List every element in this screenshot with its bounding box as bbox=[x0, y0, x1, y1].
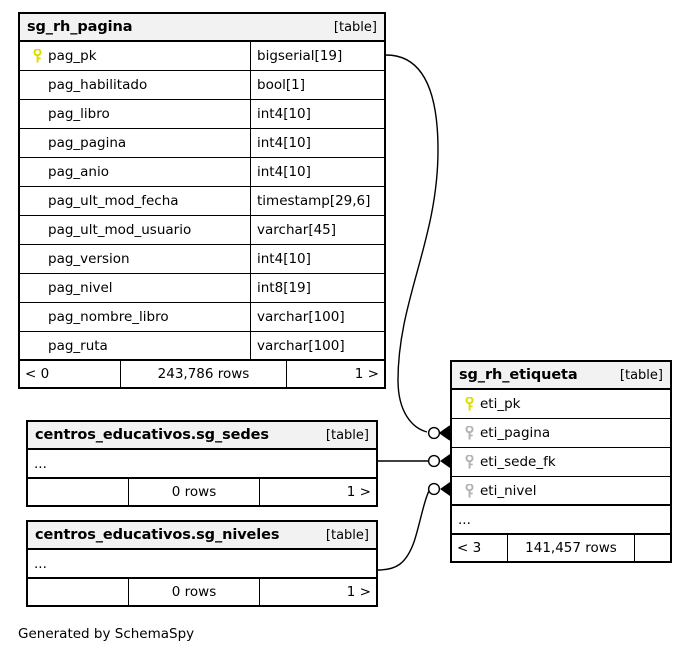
column-name: pag_pagina bbox=[48, 135, 127, 151]
table-row[interactable]: pag_pagina int4[10] bbox=[20, 129, 384, 158]
footer-row-count: 141,457 rows bbox=[507, 535, 635, 561]
table-footer: < 0 243,786 rows 1 > bbox=[20, 361, 384, 387]
column-type: int8[19] bbox=[250, 274, 384, 302]
column-type: int4[10] bbox=[250, 129, 384, 157]
column-name: pag_ult_mod_usuario bbox=[48, 222, 192, 238]
relationship-niveles-to-etiqueta bbox=[377, 482, 450, 571]
column-type: int4[10] bbox=[250, 245, 384, 273]
column-type: varchar[45] bbox=[250, 216, 384, 244]
table-header: centros_educativos.sg_niveles [table] bbox=[28, 522, 376, 550]
column-name: pag_pk bbox=[48, 48, 97, 64]
column-type: bool[1] bbox=[250, 71, 384, 99]
table-row[interactable]: eti_pagina bbox=[452, 419, 670, 448]
footer-parents-count[interactable]: < 0 bbox=[25, 366, 50, 382]
table-sg-sedes[interactable]: centros_educativos.sg_sedes [table] ... … bbox=[26, 420, 378, 507]
column-name: pag_version bbox=[48, 251, 130, 267]
column-type: int4[10] bbox=[250, 100, 384, 128]
table-row[interactable]: pag_ult_mod_fecha timestamp[29,6] bbox=[20, 187, 384, 216]
more-columns-indicator: ... bbox=[28, 450, 376, 479]
primary-key-icon bbox=[458, 397, 480, 411]
table-row[interactable]: eti_sede_fk bbox=[452, 448, 670, 477]
column-type: int4[10] bbox=[250, 158, 384, 186]
column-name: pag_anio bbox=[48, 164, 110, 180]
cardinality-circle bbox=[427, 454, 441, 468]
column-type: varchar[100] bbox=[250, 332, 384, 359]
foreign-key-icon bbox=[458, 483, 480, 498]
column-name: pag_ult_mod_fecha bbox=[48, 193, 179, 209]
footer-row-count: 0 rows bbox=[128, 479, 260, 505]
column-name: pag_habilitado bbox=[48, 77, 148, 93]
column-name: pag_nombre_libro bbox=[48, 309, 169, 325]
table-sg-rh-etiqueta[interactable]: sg_rh_etiqueta [table] eti_pk eti_pagina bbox=[450, 360, 672, 563]
table-title: centros_educativos.sg_sedes bbox=[35, 427, 269, 443]
table-sg-rh-pagina[interactable]: sg_rh_pagina [table] pag_pk bigserial[19… bbox=[18, 12, 386, 389]
table-header: centros_educativos.sg_sedes [table] bbox=[28, 422, 376, 450]
generator-credit: Generated by SchemaSpy bbox=[18, 626, 195, 642]
column-type: timestamp[29,6] bbox=[250, 187, 384, 215]
table-row[interactable]: pag_nivel int8[19] bbox=[20, 274, 384, 303]
table-row[interactable]: pag_nombre_libro varchar[100] bbox=[20, 303, 384, 332]
column-name: pag_nivel bbox=[48, 280, 113, 296]
table-type-tag: [table] bbox=[619, 367, 663, 383]
table-title: centros_educativos.sg_niveles bbox=[35, 527, 280, 543]
column-name: eti_nivel bbox=[480, 482, 537, 499]
footer-children-count[interactable] bbox=[635, 535, 670, 561]
column-type: bigserial[19] bbox=[250, 42, 384, 70]
footer-children-count[interactable]: 1 > bbox=[346, 484, 371, 500]
relationship-pagina-to-etiqueta bbox=[385, 54, 451, 441]
table-footer: 0 rows 1 > bbox=[28, 479, 376, 505]
more-columns-indicator: ... bbox=[28, 550, 376, 579]
column-name: eti_sede_fk bbox=[480, 454, 556, 470]
table-row[interactable]: eti_pk bbox=[452, 390, 670, 419]
table-header: sg_rh_etiqueta [table] bbox=[452, 362, 670, 390]
footer-row-count: 0 rows bbox=[128, 579, 260, 605]
footer-parents-count[interactable] bbox=[28, 579, 128, 605]
table-row[interactable]: pag_libro int4[10] bbox=[20, 100, 384, 129]
table-header: sg_rh_pagina [table] bbox=[20, 14, 384, 42]
foreign-key-icon bbox=[458, 455, 480, 469]
table-row[interactable]: pag_ruta varchar[100] bbox=[20, 332, 384, 361]
table-type-tag: [table] bbox=[325, 527, 369, 543]
footer-children-count[interactable]: 1 > bbox=[354, 366, 379, 382]
column-name: pag_libro bbox=[48, 106, 110, 122]
table-type-tag: [table] bbox=[333, 19, 377, 35]
column-type: varchar[100] bbox=[250, 303, 384, 331]
primary-key-icon bbox=[26, 49, 48, 63]
table-row[interactable]: pag_version int4[10] bbox=[20, 245, 384, 274]
more-columns-indicator: ... bbox=[452, 506, 670, 535]
table-row[interactable]: pag_pk bigserial[19] bbox=[20, 42, 384, 71]
table-row[interactable]: eti_nivel bbox=[452, 477, 670, 506]
table-sg-niveles[interactable]: centros_educativos.sg_niveles [table] ..… bbox=[26, 520, 378, 607]
column-name: eti_pagina bbox=[480, 425, 551, 441]
cardinality-circle bbox=[427, 426, 441, 440]
crowsfoot-marker bbox=[440, 454, 450, 468]
column-name: eti_pk bbox=[480, 396, 521, 412]
foreign-key-icon bbox=[458, 426, 480, 440]
table-footer: < 3 141,457 rows bbox=[452, 535, 670, 561]
table-row[interactable]: pag_habilitado bool[1] bbox=[20, 71, 384, 100]
cardinality-circle bbox=[427, 482, 441, 496]
crowsfoot-marker bbox=[439, 425, 451, 441]
table-footer: 0 rows 1 > bbox=[28, 579, 376, 605]
table-title: sg_rh_pagina bbox=[27, 19, 133, 35]
footer-children-count[interactable]: 1 > bbox=[346, 584, 371, 600]
table-title: sg_rh_etiqueta bbox=[459, 367, 578, 383]
column-name: pag_ruta bbox=[48, 337, 108, 354]
table-row[interactable]: pag_ult_mod_usuario varchar[45] bbox=[20, 216, 384, 245]
footer-parents-count[interactable]: < 3 bbox=[457, 540, 482, 556]
table-row[interactable]: pag_anio int4[10] bbox=[20, 158, 384, 187]
crowsfoot-marker bbox=[440, 482, 450, 496]
table-type-tag: [table] bbox=[325, 427, 369, 443]
footer-row-count: 243,786 rows bbox=[120, 361, 287, 387]
footer-parents-count[interactable] bbox=[28, 479, 128, 505]
relationship-sedes-to-etiqueta bbox=[378, 454, 450, 468]
